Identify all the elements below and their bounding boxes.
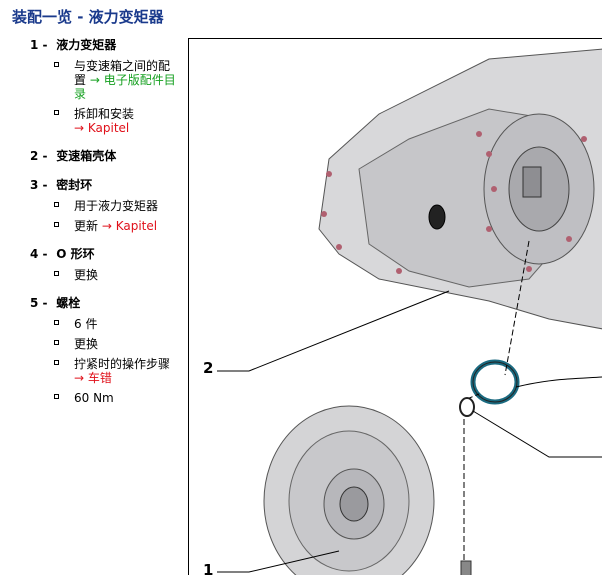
bullet-icon (54, 340, 59, 345)
link-kapitel[interactable]: → Kapitel (101, 219, 158, 233)
parts-list: 1 - 液力变矩器 与变速箱之间的配置 → 电子版配件目录 拆卸和安装 → Ka… (30, 36, 180, 417)
part-label: 变速箱壳体 (56, 149, 117, 163)
part-item-1: 1 - 液力变矩器 与变速箱之间的配置 → 电子版配件目录 拆卸和安装 → Ka… (30, 36, 180, 135)
part-number: 3 - (30, 178, 48, 192)
leader-lines (217, 240, 602, 573)
part-label: 螺栓 (56, 296, 81, 310)
part-label: O 形环 (56, 247, 95, 261)
list-item: 与变速箱之间的配置 → 电子版配件目录 (30, 59, 180, 101)
bullet-icon (54, 394, 59, 399)
part-label: 密封环 (56, 178, 93, 192)
list-item: 拧紧时的操作步骤 → 车错 (30, 357, 180, 385)
list-item: 60 Nm (30, 391, 180, 405)
bullet-icon (54, 202, 59, 207)
part-label: 液力变矩器 (56, 38, 117, 52)
callout-1: 1 (203, 561, 214, 575)
torque-converter-drawing (263, 405, 435, 575)
part-number: 4 - (30, 247, 48, 261)
exploded-view-figure: 2 1 (188, 38, 602, 575)
part-number: 1 - (30, 38, 48, 52)
bullet-icon (54, 360, 59, 365)
bolt-drawing (460, 560, 472, 575)
page-title: 装配一览 - 液力变矩器 (12, 8, 164, 26)
part-number: 5 - (30, 296, 48, 310)
link-kapitel[interactable]: → 车错 (74, 371, 112, 385)
bullet-icon (54, 62, 59, 67)
callout-2: 2 (203, 359, 214, 377)
list-item: 更换 (30, 337, 180, 351)
seal-ring-drawing (470, 359, 520, 405)
part-item-2: 2 - 变速箱壳体 (30, 147, 180, 164)
list-item: 更换 (30, 268, 180, 282)
list-item: 更新 → Kapitel (30, 219, 180, 233)
part-item-3: 3 - 密封环 用于液力变矩器 更新 → Kapitel (30, 176, 180, 233)
bullet-icon (54, 320, 59, 325)
list-item: 拆卸和安装 → Kapitel (30, 107, 180, 135)
transmission-housing-drawing (318, 48, 602, 330)
part-item-5: 5 - 螺栓 6 件 更换 拧紧时的操作步骤 → 车错 60 Nm (30, 294, 180, 405)
bullet-icon (54, 222, 59, 227)
o-ring-drawing (459, 397, 475, 417)
link-parts-catalog[interactable]: → 电子版配件目录 (74, 73, 176, 101)
bullet-icon (54, 271, 59, 276)
link-kapitel[interactable]: → Kapitel (74, 121, 130, 135)
bullet-icon (54, 110, 59, 115)
list-item: 6 件 (30, 317, 180, 331)
part-number: 2 - (30, 149, 48, 163)
transmission-illustration (217, 48, 602, 575)
list-item: 用于液力变矩器 (30, 199, 180, 213)
part-item-4: 4 - O 形环 更换 (30, 245, 180, 282)
